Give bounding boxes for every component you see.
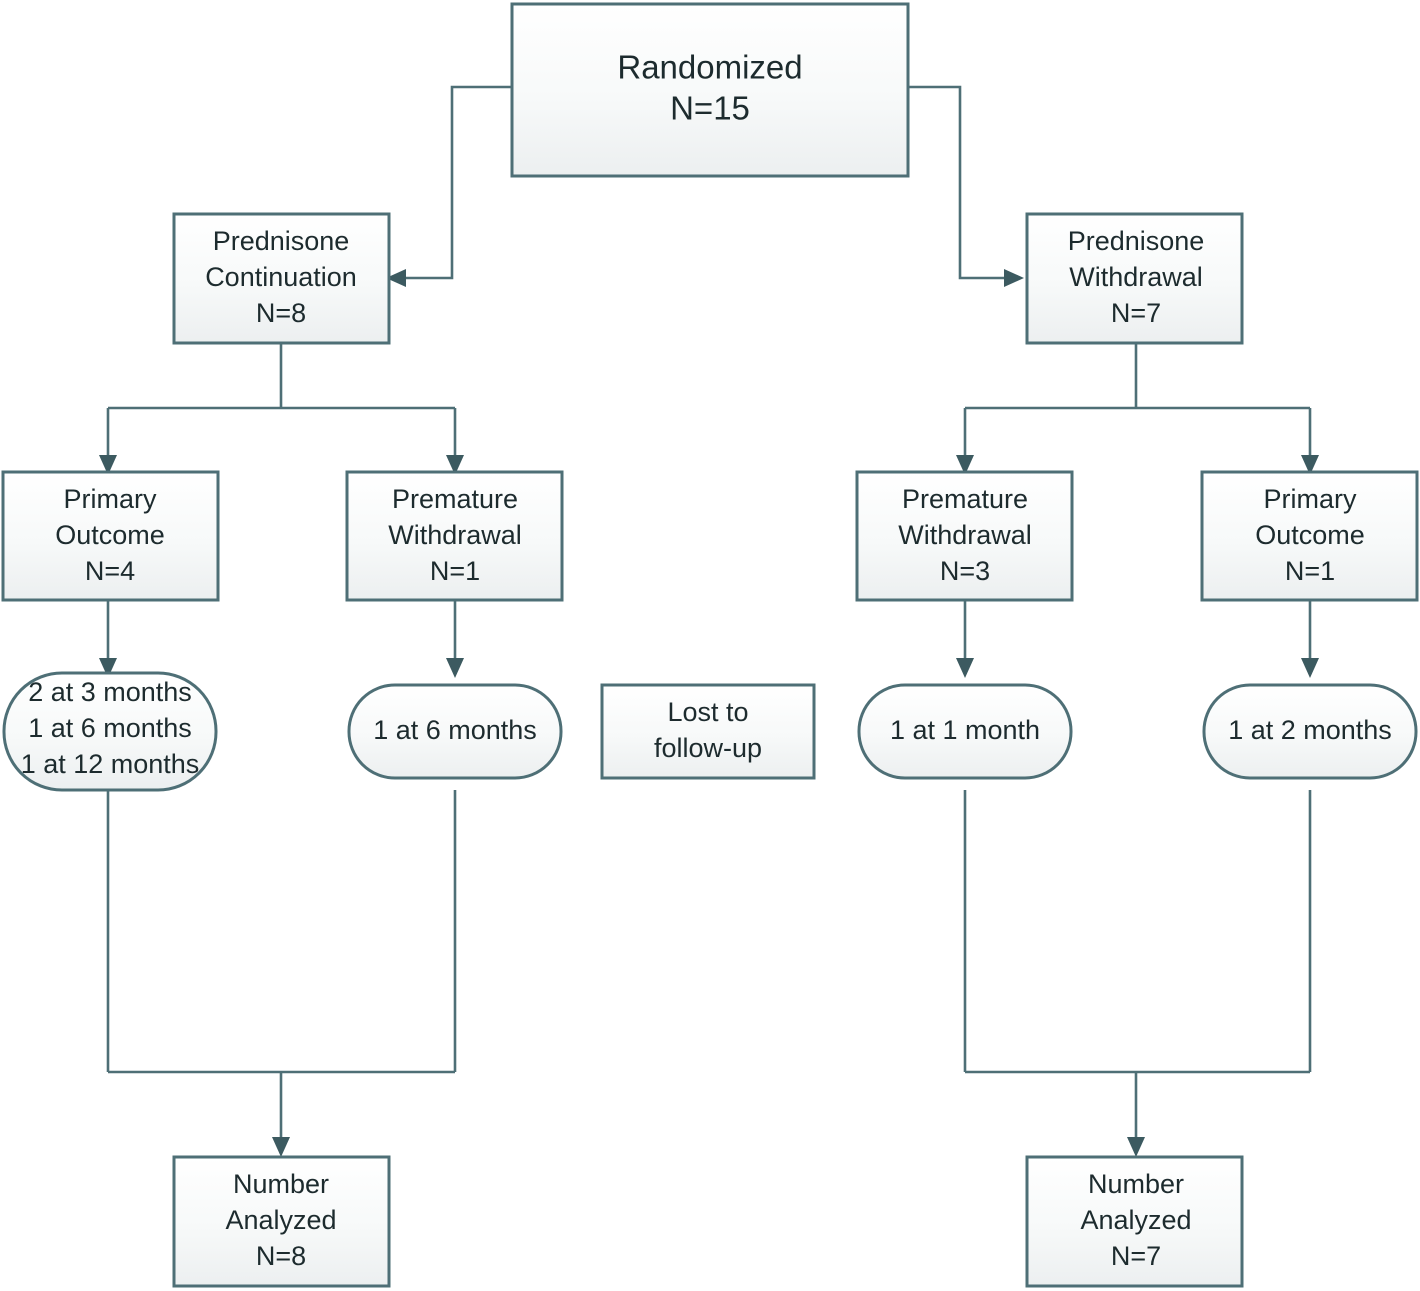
node-left-primary-outcome-line3: N=4 xyxy=(85,556,135,586)
node-left-premature-withdrawal-line2: Withdrawal xyxy=(388,520,522,550)
arrowhead-left-primary-outcome xyxy=(99,455,117,475)
node-left-withdrawal-timing: 1 at 6 months xyxy=(347,683,563,780)
node-right-primary-outcome-line1: Primary xyxy=(1264,484,1357,514)
node-right-withdrawal-timing: 1 at 1 month xyxy=(857,683,1073,780)
node-left-number-analyzed: Number Analyzed N=8 xyxy=(172,1155,391,1288)
node-right-number-analyzed-line3: N=7 xyxy=(1111,1241,1161,1271)
node-right-primary-outcome-line2: Outcome xyxy=(1255,520,1365,550)
arrowhead-withdrawal xyxy=(1004,269,1024,287)
node-prednisone-continuation-line3: N=8 xyxy=(256,298,306,328)
connector-left-convergence xyxy=(106,790,457,1143)
node-right-primary-outcome-line3: N=1 xyxy=(1285,556,1335,586)
node-randomized: Randomized N=15 xyxy=(510,2,910,178)
node-left-outcome-timing: 2 at 3 months 1 at 6 months 1 at 12 mont… xyxy=(2,671,218,792)
node-prednisone-withdrawal-line1: Prednisone xyxy=(1068,226,1205,256)
node-left-primary-outcome-line1: Primary xyxy=(64,484,157,514)
node-right-premature-withdrawal-line3: N=3 xyxy=(940,556,990,586)
node-right-withdrawal-timing-line1: 1 at 1 month xyxy=(890,715,1040,745)
node-left-outcome-timing-line2: 1 at 6 months xyxy=(28,713,192,743)
arrowhead-right-premature-withdrawal xyxy=(956,455,974,475)
connector-layer xyxy=(99,85,1319,1157)
node-prednisone-withdrawal-line2: Withdrawal xyxy=(1069,262,1203,292)
node-left-number-analyzed-line2: Analyzed xyxy=(225,1205,336,1235)
node-left-number-analyzed-line3: N=8 xyxy=(256,1241,306,1271)
arrowhead-continuation xyxy=(386,269,406,287)
node-left-withdrawal-timing-line1: 1 at 6 months xyxy=(373,715,537,745)
node-randomized-line2: N=15 xyxy=(670,90,750,127)
node-left-primary-outcome-line2: Outcome xyxy=(55,520,165,550)
arrowhead-right-withdrawal-timing xyxy=(956,658,974,678)
node-prednisone-continuation: Prednisone Continuation N=8 xyxy=(172,212,391,345)
connector-left-arm-split xyxy=(106,343,457,462)
node-prednisone-continuation-line1: Prednisone xyxy=(213,226,350,256)
node-right-outcome-timing-line1: 1 at 2 months xyxy=(1228,715,1392,745)
node-right-premature-withdrawal-line2: Withdrawal xyxy=(898,520,1032,550)
node-left-premature-withdrawal-line1: Premature xyxy=(392,484,518,514)
arrowhead-right-number-analyzed xyxy=(1127,1137,1145,1157)
node-right-premature-withdrawal-line1: Premature xyxy=(902,484,1028,514)
node-lost-to-followup: Lost to follow-up xyxy=(600,683,816,780)
node-left-outcome-timing-line3: 1 at 12 months xyxy=(21,749,200,779)
node-right-number-analyzed-line1: Number xyxy=(1088,1169,1184,1199)
node-left-outcome-timing-line1: 2 at 3 months xyxy=(28,677,192,707)
node-left-primary-outcome: Primary Outcome N=4 xyxy=(1,470,220,602)
node-right-premature-withdrawal: Premature Withdrawal N=3 xyxy=(855,470,1074,602)
connector-right-arm-split xyxy=(963,343,1312,462)
node-right-primary-outcome: Primary Outcome N=1 xyxy=(1200,470,1419,602)
node-prednisone-withdrawal: Prednisone Withdrawal N=7 xyxy=(1025,212,1244,345)
arrowhead-left-withdrawal-timing xyxy=(446,658,464,678)
node-right-number-analyzed-line2: Analyzed xyxy=(1080,1205,1191,1235)
node-lost-to-followup-line1: Lost to xyxy=(667,697,748,727)
arrowhead-right-primary-outcome xyxy=(1301,455,1319,475)
node-prednisone-withdrawal-line3: N=7 xyxy=(1111,298,1161,328)
node-right-number-analyzed: Number Analyzed N=7 xyxy=(1025,1155,1244,1288)
connector-randomized-to-withdrawal xyxy=(908,85,1010,280)
connector-right-convergence xyxy=(963,790,1312,1143)
connector-randomized-to-continuation xyxy=(400,85,512,280)
node-right-outcome-timing: 1 at 2 months xyxy=(1202,683,1418,780)
arrowhead-left-outcome-timing xyxy=(99,658,117,678)
node-left-number-analyzed-line1: Number xyxy=(233,1169,329,1199)
node-prednisone-continuation-line2: Continuation xyxy=(205,262,357,292)
node-left-premature-withdrawal: Premature Withdrawal N=1 xyxy=(345,470,564,602)
node-left-premature-withdrawal-line3: N=1 xyxy=(430,556,480,586)
node-randomized-line1: Randomized xyxy=(617,49,802,86)
node-lost-to-followup-line2: follow-up xyxy=(654,733,762,763)
arrowhead-left-premature-withdrawal xyxy=(446,455,464,475)
arrowhead-left-number-analyzed xyxy=(272,1137,290,1157)
arrowhead-right-outcome-timing xyxy=(1301,658,1319,678)
